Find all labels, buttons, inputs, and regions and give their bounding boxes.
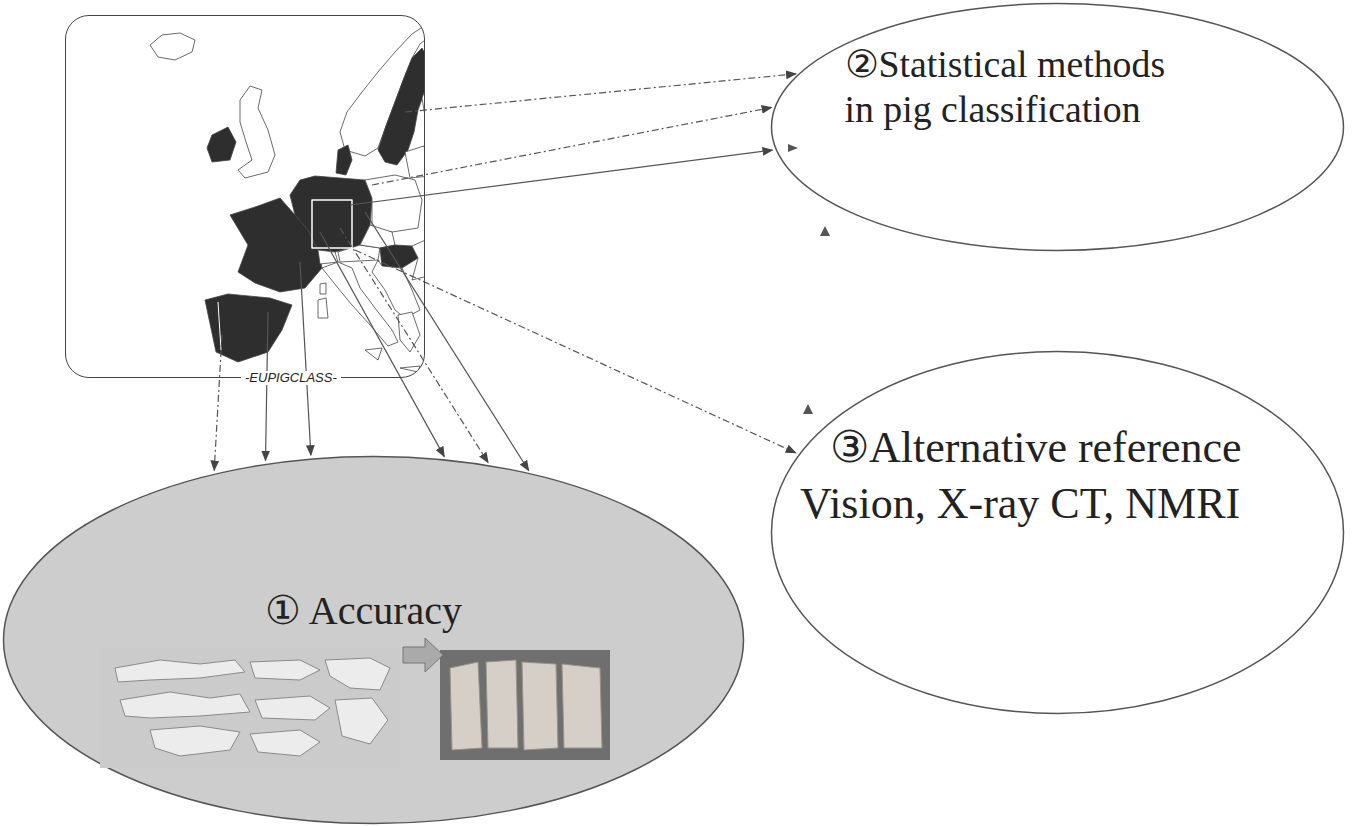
stray-arrowhead xyxy=(788,144,798,152)
map-caption: -EUPIGCLASS- xyxy=(241,371,341,385)
topic-ellipse: ②Statistical methods in pig classificati… xyxy=(770,2,1345,252)
topic-ellipse: ③Alternative referenceVision, X-ray CT, … xyxy=(770,350,1345,715)
stray-arrowhead xyxy=(820,226,830,236)
arrow-connector xyxy=(266,312,269,461)
topic-heading: ③Alternative reference xyxy=(830,422,1242,475)
topic-text: Vision, X-ray CT, NMRI xyxy=(800,478,1240,531)
arrow-connector xyxy=(214,335,222,470)
arrow-connector xyxy=(365,212,529,471)
arrow-connector xyxy=(350,150,772,205)
ellipse-outline xyxy=(770,350,1345,715)
arrow-connector xyxy=(355,250,796,453)
ellipse-outline xyxy=(2,455,745,825)
topic-text: ②Statistical methods in pig classificati… xyxy=(845,42,1345,133)
topic-ellipse: ① Accuracy xyxy=(2,455,745,825)
arrow-connector xyxy=(340,228,488,463)
arrow-connector xyxy=(405,74,796,112)
arrow-connector xyxy=(320,232,444,457)
topic-heading: ① Accuracy xyxy=(265,587,462,635)
stray-arrowhead xyxy=(803,404,813,414)
arrow-connector xyxy=(372,108,772,186)
arrow-connector xyxy=(300,262,311,455)
map-frame: -EUPIGCLASS- xyxy=(65,15,425,378)
